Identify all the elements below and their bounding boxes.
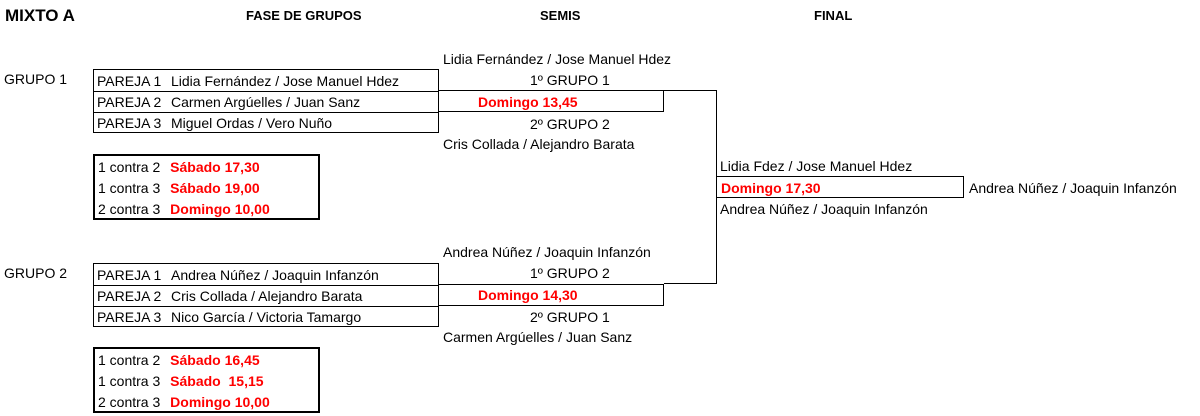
pair-tag: PAREJA 1 (97, 73, 162, 89)
match-time: Sábado 16,45 (170, 352, 260, 368)
group-2-pairs-table: PAREJA 1 Andrea Núñez / Joaquin Infanzón… (93, 263, 439, 327)
bracket-line (439, 111, 664, 112)
match-label: 1 contra 3 (98, 373, 161, 389)
page-title: MIXTO A (5, 6, 75, 25)
table-row: PAREJA 2 Carmen Argúelles / Juan Sanz (94, 91, 438, 113)
pair-names: Andrea Núñez / Joaquin Infanzón (171, 267, 379, 283)
semi-1-bottom-name: Cris Collada / Alejandro Barata (443, 136, 635, 152)
pair-names: Carmen Argúelles / Juan Sanz (171, 94, 361, 110)
pair-tag: PAREJA 2 (97, 288, 162, 304)
bracket-line (439, 284, 664, 285)
column-header-final: FINAL (814, 8, 853, 23)
table-row: PAREJA 3 Nico García / Victoria Tamargo (94, 306, 438, 328)
semi-2-bottom-name: Carmen Argúelles / Juan Sanz (443, 329, 633, 345)
group-1-pairs-table: PAREJA 1 Lidia Fernández / Jose Manuel H… (93, 69, 439, 133)
pair-names: Cris Collada / Alejandro Barata (171, 288, 363, 304)
table-row: PAREJA 1 Andrea Núñez / Joaquin Infanzón (94, 264, 438, 286)
match-time: Sábado 17,30 (170, 159, 260, 175)
semi-1-slot-b: 2º GRUPO 2 (530, 116, 610, 132)
schedule-row: 1 contra 3 Sábado 15,15 (98, 373, 264, 395)
semi-2-top-name: Andrea Núñez / Joaquin Infanzón (443, 244, 651, 260)
match-time: Sábado 19,00 (170, 180, 260, 196)
bracket-line (439, 90, 664, 91)
match-label: 2 contra 3 (98, 201, 161, 217)
final-winner: Andrea Núñez / Joaquin Infanzón (969, 180, 1177, 196)
schedule-row: 1 contra 3 Sábado 19,00 (98, 180, 260, 202)
semi-2-time: Domingo 14,30 (478, 287, 578, 303)
match-time: Domingo 10,00 (170, 201, 270, 217)
bracket-line (439, 305, 664, 306)
table-row: PAREJA 1 Lidia Fernández / Jose Manuel H… (94, 70, 438, 92)
column-header-groups: FASE DE GRUPOS (246, 8, 362, 23)
pair-tag: PAREJA 2 (97, 94, 162, 110)
pair-tag: PAREJA 1 (97, 267, 162, 283)
bracket-line (716, 197, 964, 198)
final-top-name: Lidia Fdez / Jose Manuel Hdez (720, 158, 913, 174)
bracket-line (663, 284, 664, 306)
semi-1-top-name: Lidia Fernández / Jose Manuel Hdez (443, 51, 672, 67)
bracket-line (716, 176, 964, 177)
pair-tag: PAREJA 3 (97, 115, 162, 131)
match-label: 1 contra 3 (98, 180, 161, 196)
semi-2-slot-b: 2º GRUPO 1 (530, 309, 610, 325)
final-bottom-name: Andrea Núñez / Joaquin Infanzón (720, 201, 928, 217)
semi-1-time: Domingo 13,45 (478, 94, 578, 110)
match-time: Domingo 10,00 (170, 394, 270, 410)
group-2-schedule: 1 contra 2 Sábado 16,45 1 contra 3 Sábad… (93, 347, 320, 413)
bracket-line (664, 283, 717, 284)
pair-names: Lidia Fernández / Jose Manuel Hdez (171, 73, 400, 89)
bracket-line (664, 90, 717, 91)
match-label: 1 contra 2 (98, 352, 161, 368)
semi-2-slot-a: 1º GRUPO 2 (530, 265, 610, 281)
table-row: PAREJA 3 Miguel Ordas / Vero Nuño (94, 112, 438, 134)
group-1-label: GRUPO 1 (4, 71, 68, 87)
match-label: 2 contra 3 (98, 394, 161, 410)
pair-names: Nico García / Victoria Tamargo (171, 309, 362, 325)
bracket-line (663, 90, 664, 112)
group-2-label: GRUPO 2 (4, 265, 68, 281)
bracket-line (716, 90, 717, 284)
match-time: Sábado 15,15 (170, 373, 264, 389)
pair-names: Miguel Ordas / Vero Nuño (171, 115, 333, 131)
schedule-row: 2 contra 3 Domingo 10,00 (98, 201, 270, 223)
match-label: 1 contra 2 (98, 159, 161, 175)
schedule-row: 1 contra 2 Sábado 16,45 (98, 352, 260, 374)
table-row: PAREJA 2 Cris Collada / Alejandro Barata (94, 285, 438, 307)
schedule-row: 1 contra 2 Sábado 17,30 (98, 159, 260, 181)
group-1-schedule: 1 contra 2 Sábado 17,30 1 contra 3 Sábad… (93, 154, 320, 220)
final-time: Domingo 17,30 (721, 180, 821, 196)
bracket-line (963, 176, 964, 198)
pair-tag: PAREJA 3 (97, 309, 162, 325)
semi-1-slot-a: 1º GRUPO 1 (530, 72, 610, 88)
column-header-semis: SEMIS (540, 8, 581, 23)
schedule-row: 2 contra 3 Domingo 10,00 (98, 394, 270, 416)
